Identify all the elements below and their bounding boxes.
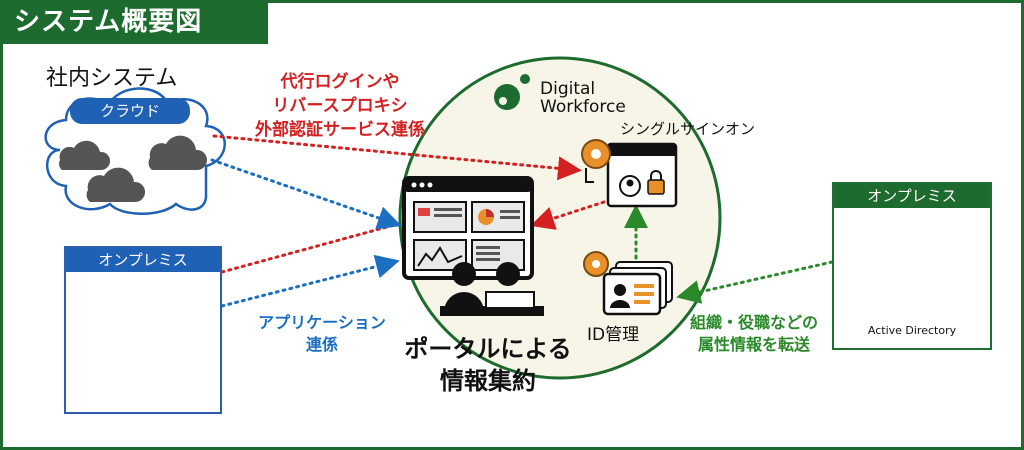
cloud-icon — [59, 135, 208, 202]
api-label-line: 連係 — [305, 335, 338, 354]
portal-label-line: 情報集約 — [440, 367, 536, 395]
logo-line: Workforce — [540, 97, 626, 117]
active-directory-label: Active Directory — [867, 324, 957, 337]
onprem-box: オンプレミス — [64, 246, 222, 414]
proxy-label-line: 代行ログインや — [280, 72, 400, 92]
id-card-icon — [583, 251, 673, 316]
portal-label: ポータルによる 情報集約 — [388, 333, 588, 397]
sso-to-portal-link — [530, 200, 606, 230]
logo-line: Digital — [540, 79, 596, 99]
digital-workforce-logo-icon — [494, 74, 530, 110]
digital-workforce-logo: Digital Workforce — [540, 80, 626, 116]
onprem-box-title: オンプレミス — [66, 248, 220, 272]
api-link-cloud — [210, 158, 402, 230]
ad-box-title: オンプレミス — [834, 184, 990, 208]
attribute-label: 組織・役職などの 属性情報を転送 — [664, 312, 844, 356]
proxy-link-onprem — [220, 222, 400, 274]
active-directory-box: オンプレミス Active Directory — [832, 182, 992, 350]
api-link-onprem — [220, 254, 400, 308]
proxy-label-line: リバースプロキシ — [272, 96, 408, 116]
sso-icon — [581, 139, 678, 208]
sso-label: シングルサインオン — [620, 120, 756, 138]
cloud-label: クラウド — [99, 102, 160, 120]
attribute-label-line: 属性情報を転送 — [697, 335, 810, 354]
users-icon — [440, 262, 544, 316]
id-management-label: ID管理 — [587, 325, 640, 345]
proxy-link-cloud — [212, 134, 582, 181]
portal-label-line: ポータルによる — [404, 335, 572, 363]
attribute-label-line: 組織・役職などの — [689, 313, 818, 332]
diagram-title: システム概要図 — [0, 0, 268, 44]
api-label: アプリケーション 連係 — [222, 312, 422, 356]
internal-system-label: 社内システム — [46, 66, 178, 91]
ad-to-id-link — [676, 260, 834, 304]
proxy-label: 代行ログインや リバースプロキシ 外部認証サービス連係 — [230, 70, 450, 142]
api-label-line: アプリケーション — [258, 313, 386, 332]
proxy-label-line: 外部認証サービス連係 — [255, 120, 425, 140]
